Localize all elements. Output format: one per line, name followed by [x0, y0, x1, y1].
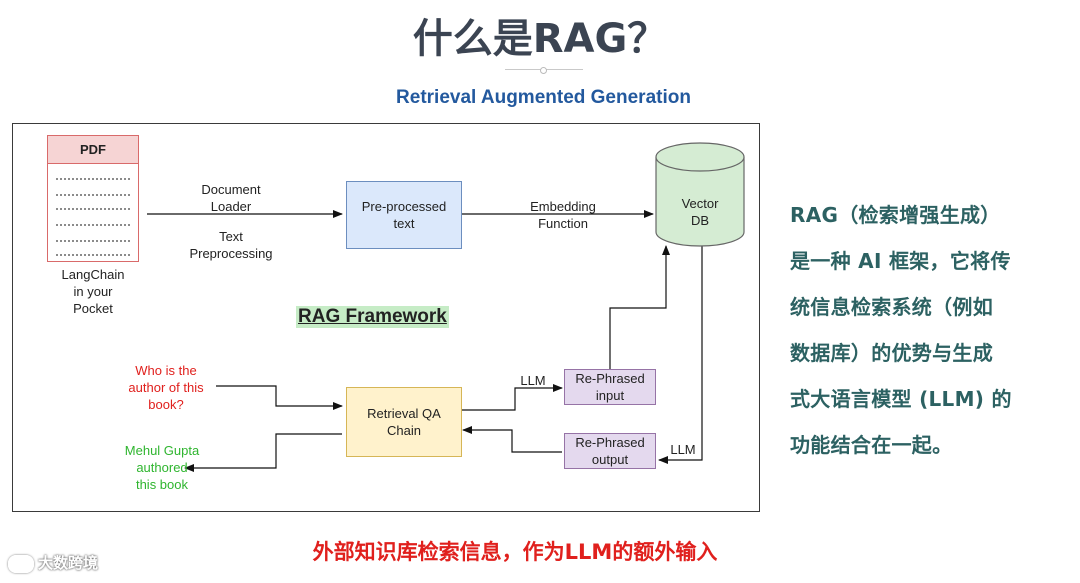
description-line: 数据库）的优势与生成	[790, 341, 993, 365]
pdf-header: PDF	[48, 136, 138, 164]
retrieval-qa-chain-box: Retrieval QA Chain	[346, 387, 462, 457]
arrow-question-to-qachain	[216, 385, 343, 410]
document-loader-label: Document Loader	[201, 182, 261, 214]
description-line: 式大语言模型 (LLM) 的	[790, 387, 1012, 411]
llm-label-bottom: LLM	[670, 442, 696, 457]
pdf-caption: LangChain in your Pocket	[61, 267, 125, 316]
rag-description: RAG（检索增强生成） 是一种 AI 框架，它将传 统信息检索系统（例如 数据库…	[790, 192, 1060, 468]
rephrased-output-box: Re-Phrased output	[564, 433, 656, 469]
arrow-vectordb-to-rephrased-output	[658, 246, 703, 464]
arrow-rephrased-output-to-qachain	[462, 426, 562, 453]
description-line: RAG（检索增强生成）	[790, 203, 1001, 227]
description-line: 统信息检索系统（例如	[790, 295, 993, 319]
embedding-function-label: Embedding Function	[530, 199, 596, 231]
llm-label-top: LLM	[520, 373, 546, 388]
page-subtitle: Retrieval Augmented Generation	[396, 87, 691, 108]
description-line: 是一种 AI 框架，它将传	[790, 249, 1011, 273]
connector-layer	[147, 142, 745, 472]
rephrased-input-box: Re-Phrased input	[564, 369, 656, 405]
rag-diagram: PDF LangChain in your Pocket Document Lo…	[12, 123, 760, 512]
arrow-qachain-to-rephrased-input	[462, 384, 563, 411]
pdf-text-line	[56, 194, 130, 196]
pdf-text-line	[56, 224, 130, 226]
watermark-logo-icon	[8, 554, 34, 573]
divider-dot	[540, 67, 547, 74]
rag-framework-label: RAG Framework	[296, 306, 449, 328]
pdf-text-line	[56, 178, 130, 180]
text-preprocessing-label: Text Preprocessing	[189, 229, 273, 261]
vector-db-label: Vector DB	[681, 196, 719, 228]
answer-text: Mehul Gupta authored this book	[124, 443, 200, 492]
arrow-qachain-to-answer	[184, 433, 342, 472]
watermark-text: 大数跨境	[38, 554, 99, 572]
pdf-text-line	[56, 254, 130, 256]
question-text: Who is the author of this book?	[128, 363, 204, 412]
bottom-caption: 外部知识库检索信息，作为LLM的额外输入	[312, 540, 718, 564]
preprocessed-text-box: Pre-processed text	[346, 181, 462, 249]
page-title: 什么是RAG？	[412, 16, 668, 62]
pdf-text-line	[56, 240, 130, 242]
pdf-text-line	[56, 208, 130, 210]
arrow-rephrased-input-to-vectordb	[609, 245, 670, 370]
vector-db-cylinder	[655, 142, 745, 247]
description-line: 功能结合在一起。	[790, 433, 953, 457]
pdf-document-icon: PDF	[47, 135, 139, 262]
watermark: 大数跨境	[8, 552, 98, 573]
